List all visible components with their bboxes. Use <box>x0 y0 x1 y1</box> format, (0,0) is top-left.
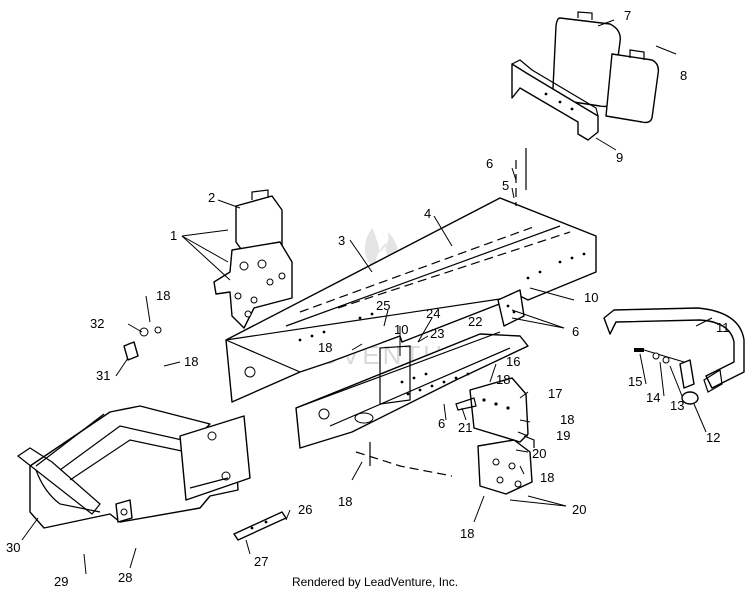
foot-pan-part <box>16 405 251 529</box>
callout-6-top: 6 <box>486 156 493 171</box>
guide-lines <box>369 148 527 466</box>
callout-17: 17 <box>548 386 562 401</box>
callout-13: 13 <box>670 398 684 413</box>
callout-labels: 1 2 3 4 5 6 6 6 7 8 9 10 10 11 12 13 14 … <box>6 8 730 589</box>
callout-23: 23 <box>430 326 444 341</box>
callout-18-a: 18 <box>156 288 170 303</box>
callout-18-e: 18 <box>560 412 574 427</box>
strap-part <box>233 511 287 541</box>
callout-24: 24 <box>426 306 440 321</box>
callout-2: 2 <box>208 190 215 205</box>
lower-frame-part <box>295 331 529 477</box>
callout-19: 19 <box>556 428 570 443</box>
callout-18-g: 18 <box>460 526 474 541</box>
seat-bracket-part <box>511 59 599 141</box>
callout-29: 29 <box>54 574 68 589</box>
callout-20-upper: 20 <box>532 446 546 461</box>
callout-7: 7 <box>624 8 631 23</box>
callout-10-left: 10 <box>394 322 408 337</box>
callout-18-d: 18 <box>338 494 352 509</box>
callout-4: 4 <box>424 206 431 221</box>
callout-11: 11 <box>716 320 730 335</box>
callout-21: 21 <box>458 420 472 435</box>
plate-part <box>497 289 525 327</box>
callout-22: 22 <box>468 314 482 329</box>
callout-18-h: 18 <box>496 372 510 387</box>
callout-31: 31 <box>96 368 110 383</box>
callout-1: 1 <box>170 228 177 243</box>
callout-20-lower: 20 <box>572 502 586 517</box>
callout-8: 8 <box>680 68 687 83</box>
callout-9: 9 <box>616 150 623 165</box>
callout-28: 28 <box>118 570 132 585</box>
callout-27: 27 <box>254 554 268 569</box>
callout-16: 16 <box>506 354 520 369</box>
handle-part <box>603 307 745 393</box>
callout-6-right: 6 <box>572 324 579 339</box>
seat-cushion-part <box>552 11 660 124</box>
callout-14: 14 <box>646 390 660 405</box>
callout-5: 5 <box>502 178 509 193</box>
bracket-assembly-part <box>213 189 293 329</box>
small-fastener-part <box>123 326 162 361</box>
side-bracket-part <box>455 377 535 495</box>
callout-6-middle: 6 <box>438 416 445 431</box>
hardware-part <box>634 348 699 405</box>
callout-3: 3 <box>338 233 345 248</box>
callout-12: 12 <box>706 430 720 445</box>
callout-10-right: 10 <box>584 290 598 305</box>
callout-26: 26 <box>298 502 312 517</box>
footer-credit: Rendered by LeadVenture, Inc. <box>291 575 459 589</box>
main-frame-part <box>225 197 597 403</box>
callout-30: 30 <box>6 540 20 555</box>
callout-25: 25 <box>376 298 390 313</box>
callout-18-b: 18 <box>184 354 198 369</box>
callout-18-c: 18 <box>318 340 332 355</box>
callout-18-f: 18 <box>540 470 554 485</box>
leader-lines <box>21 19 713 575</box>
callout-32: 32 <box>90 316 104 331</box>
callout-15: 15 <box>628 374 642 389</box>
